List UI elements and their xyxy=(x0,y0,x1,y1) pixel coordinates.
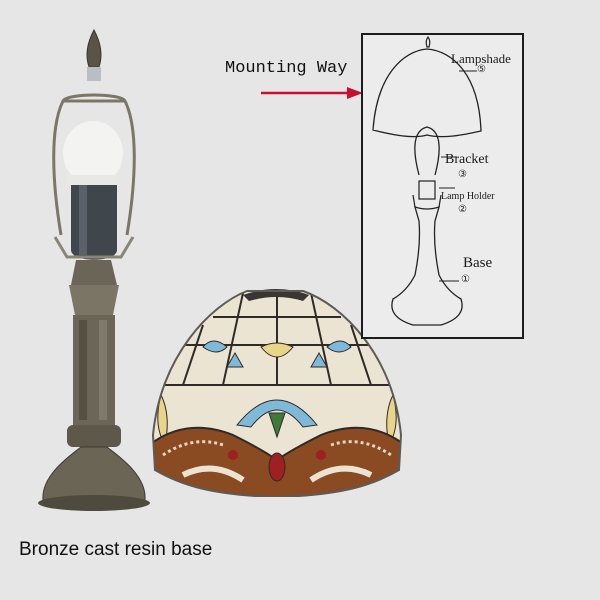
diagram-number-lamp-holder: ② xyxy=(458,204,467,215)
diagram-label-lamp-holder: Lamp Holder xyxy=(441,191,495,202)
red-arrow-icon xyxy=(261,87,363,99)
diagram-label-lampshade: Lampshade xyxy=(451,51,511,66)
diagram-number-bracket: ③ xyxy=(458,169,467,180)
product-image-frame: Mounting Way Lampshade ⑤ Bracket ③ Lamp … xyxy=(3,3,596,596)
mounting-diagram: Lampshade ⑤ Bracket ③ Lamp Holder ② Base… xyxy=(361,33,524,339)
diagram-label-base: Base xyxy=(463,255,493,271)
product-caption: Bronze cast resin base xyxy=(19,539,213,560)
diagram-number-base: ① xyxy=(461,274,470,285)
lamp-base-photo xyxy=(38,28,150,511)
diagram-number-lampshade: ⑤ xyxy=(477,64,486,75)
diagram-label-bracket: Bracket xyxy=(445,152,489,167)
mounting-way-label: Mounting Way xyxy=(225,59,348,78)
stained-glass-lampshade-photo xyxy=(151,289,403,497)
lamp-line-drawing xyxy=(372,35,482,326)
